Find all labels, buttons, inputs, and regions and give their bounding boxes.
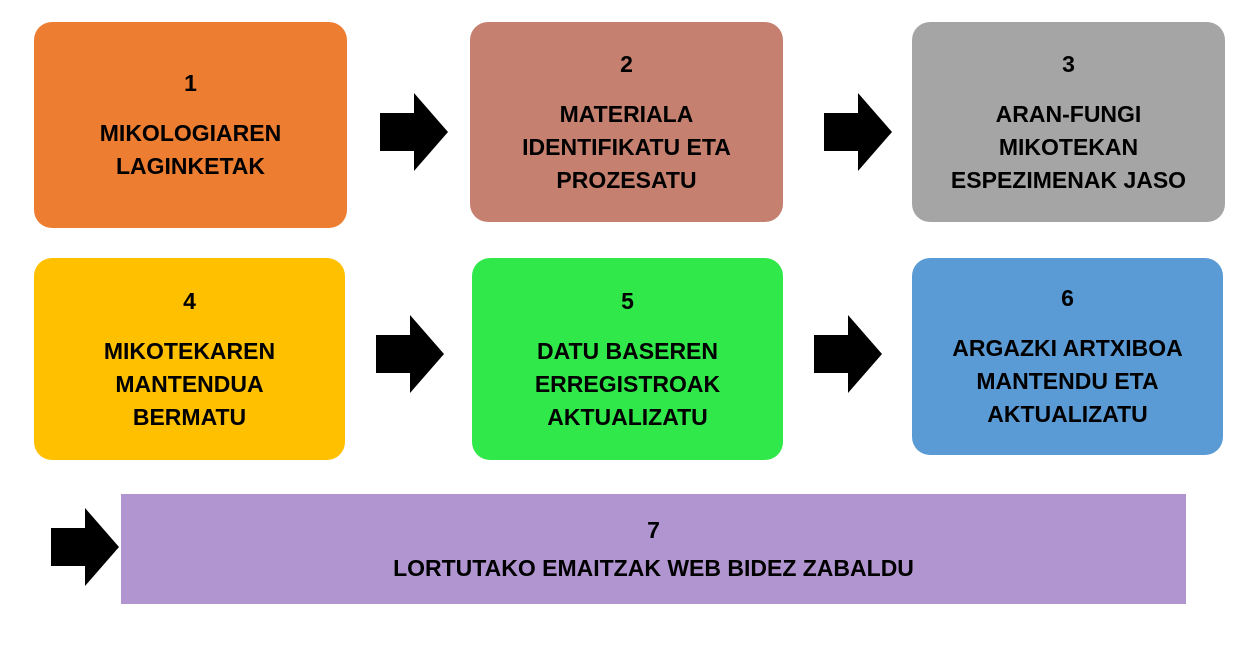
- arrow-right-icon: [824, 93, 892, 171]
- step-text: MANTENDUA: [115, 370, 264, 397]
- step-text: AKTUALIZATU: [987, 401, 1148, 427]
- step-number: 5: [621, 287, 634, 314]
- step-text: LAGINKETAK: [115, 153, 266, 179]
- step-number: 6: [1061, 285, 1074, 311]
- step-text: AKTUALIZATU: [547, 403, 708, 430]
- step-text: MATERIALA: [559, 100, 694, 127]
- step-text: PROZESATU: [556, 166, 697, 193]
- step-text: IDENTIFIKATU ETA: [522, 133, 731, 160]
- arrow-right-icon: [51, 508, 119, 586]
- step-text: MIKOTEKAREN: [103, 337, 276, 364]
- step-text: ERREGISTROAK: [534, 370, 721, 397]
- step-2-box: 2 MATERIALA IDENTIFIKATU ETA PROZESATU: [470, 22, 783, 222]
- step-text: ARGAZKI ARTXIBOA: [952, 335, 1183, 361]
- step-4-box: 4 MIKOTEKAREN MANTENDUA BERMATU: [34, 258, 345, 460]
- step-text: BERMATU: [132, 403, 247, 430]
- step-number: 3: [1062, 50, 1075, 77]
- step-7-box: 7 LORTUTAKO EMAITZAK WEB BIDEZ ZABALDU: [121, 494, 1186, 604]
- step-3-box: 3 ARAN-FUNGI MIKOTEKAN ESPEZIMENAK JASO: [912, 22, 1225, 222]
- step-6-box: 6 ARGAZKI ARTXIBOA MANTENDU ETA AKTUALIZ…: [912, 258, 1223, 455]
- step-1-box: 1 MIKOLOGIAREN LAGINKETAK: [34, 22, 347, 228]
- step-text: MANTENDU ETA: [976, 368, 1159, 394]
- step-text: LORTUTAKO EMAITZAK WEB BIDEZ ZABALDU: [393, 554, 914, 581]
- step-number: 1: [184, 70, 197, 96]
- arrow-right-icon: [380, 93, 448, 171]
- step-5-box: 5 DATU BASEREN ERREGISTROAK AKTUALIZATU: [472, 258, 783, 460]
- step-text: DATU BASEREN: [536, 337, 719, 364]
- arrow-right-icon: [376, 315, 444, 393]
- step-number: 2: [620, 50, 633, 77]
- step-number: 7: [647, 516, 660, 543]
- arrow-right-icon: [814, 315, 882, 393]
- step-number: 4: [183, 287, 196, 314]
- step-text: MIKOLOGIAREN: [99, 120, 282, 146]
- step-text: ESPEZIMENAK JASO: [950, 166, 1187, 193]
- step-text: ARAN-FUNGI: [995, 100, 1142, 127]
- step-text: MIKOTEKAN: [998, 133, 1139, 160]
